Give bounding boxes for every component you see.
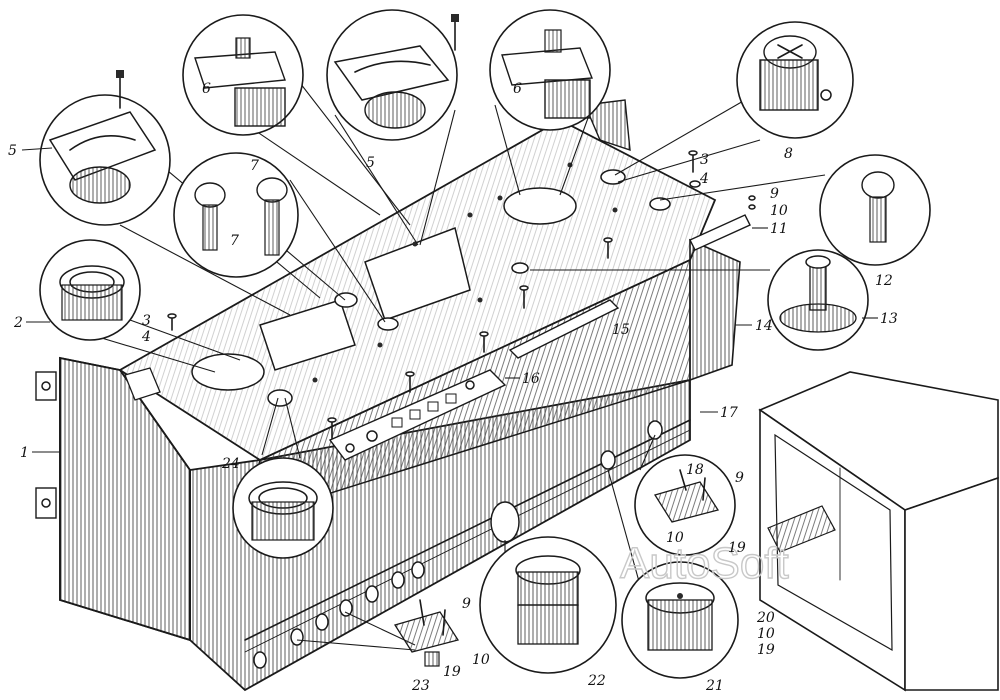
label-20: 20 [756, 610, 775, 626]
bubble-gauge-2 [39, 239, 241, 373]
label-23: 23 [411, 678, 430, 694]
label-13: 13 [880, 311, 898, 327]
label-2: 2 [13, 315, 23, 331]
cabin-outline [758, 371, 999, 692]
label-22: 22 [587, 673, 606, 689]
switch-23 [296, 599, 460, 667]
label-6a: 6 [202, 81, 211, 97]
label-7b: 7 [250, 158, 259, 174]
bubble-knobs-7 [173, 152, 386, 323]
label-6b: 6 [513, 81, 522, 97]
label-15: 15 [612, 322, 630, 338]
label-19b: 19 [443, 664, 461, 680]
bubble-gauge-5-center [326, 9, 459, 246]
label-10c: 10 [472, 652, 490, 668]
label-9a: 9 [770, 186, 779, 202]
bubble-switch-6-left [182, 14, 411, 226]
bubble-lamp-21 [607, 469, 739, 679]
label-19a: 19 [728, 540, 746, 556]
label-21: 21 [705, 678, 724, 694]
label-10a: 10 [770, 203, 788, 219]
bubble-gauge-24 [232, 397, 334, 559]
bubble-knob-12 [659, 154, 931, 266]
bubble-gauge-5-left [39, 70, 321, 316]
bubble-switch-13 [530, 249, 869, 351]
label-10b: 10 [666, 530, 684, 546]
bubble-fuse-8 [614, 21, 854, 183]
label-3b: 3 [700, 152, 709, 168]
bubble-switch-18 [634, 434, 736, 556]
label-5b: 5 [366, 155, 375, 171]
label-14: 14 [755, 318, 773, 334]
callout-labels: 1 2 3 3 4 4 5 5 6 6 7 7 8 9 9 9 10 10 10… [8, 81, 898, 694]
label-7a: 7 [230, 233, 239, 249]
label-9c: 9 [462, 596, 471, 612]
label-1: 1 [20, 445, 29, 461]
label-11: 11 [770, 221, 788, 237]
label-3a: 3 [142, 313, 151, 329]
bubble-lamp-22 [479, 536, 617, 674]
label-10d: 10 [757, 626, 775, 642]
label-4b: 4 [699, 171, 709, 187]
label-24: 24 [221, 456, 240, 472]
label-17: 17 [720, 405, 738, 421]
label-18: 18 [686, 462, 704, 478]
bubble-switch-6-right [489, 9, 611, 196]
label-19c: 19 [757, 642, 775, 658]
label-8: 8 [784, 146, 793, 162]
label-4a: 4 [141, 329, 151, 345]
label-12: 12 [875, 273, 893, 289]
label-16: 16 [522, 371, 540, 387]
label-9b: 9 [735, 470, 744, 486]
watermark-text: AutoSoft [620, 539, 789, 588]
label-5a: 5 [8, 143, 17, 159]
